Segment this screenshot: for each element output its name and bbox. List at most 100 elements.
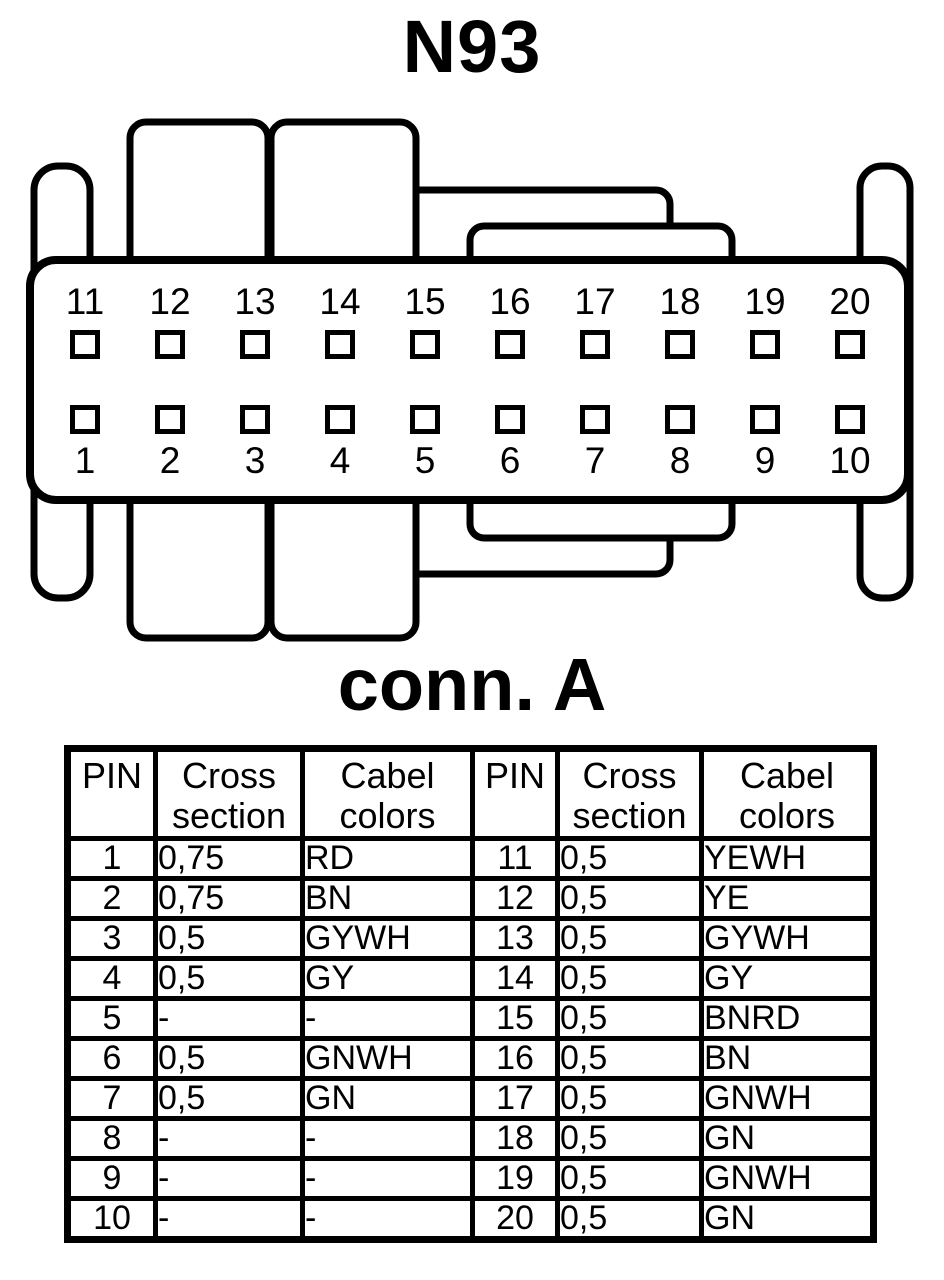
pin-contact-square [325,405,355,434]
table-header-cell: Cabel colors [300,746,475,841]
cable-color-cell: - [300,1116,475,1161]
pin-contact-square [410,330,440,359]
table-header-cell: Cabel colors [699,746,876,841]
pin-cell: 14 [470,956,560,1001]
pin-number-label: 8 [669,440,691,481]
cable-color-cell: YE [699,876,876,921]
pin-number-label: 9 [754,440,776,481]
cable-color-cell: GNWH [300,1036,475,1081]
cross-section-cell: 0,5 [555,1036,704,1081]
table-header-cell: PIN [65,746,158,841]
connector-body [26,256,912,504]
cross-section-cell: 0,5 [555,836,704,881]
pin-cell: 2 [65,876,158,921]
cross-section-cell: - [153,1156,305,1201]
pin-contact-square [665,405,695,434]
cable-color-cell: GN [699,1196,876,1242]
pin-cell: 10 [65,1196,158,1242]
pin-cell: 12 [470,876,560,921]
pin-cell: 3 [65,916,158,961]
cross-section-cell: 0,5 [153,916,305,961]
cross-section-cell: 0,5 [555,1076,704,1121]
cable-color-cell: BNRD [699,996,876,1041]
pin-contact-square [750,405,780,434]
pin-cell: 8 [65,1116,158,1161]
pin-contact-square [240,330,270,359]
pin-cell: 6 [65,1036,158,1081]
pin-contact-square [495,405,525,434]
pin-cell: 20 [470,1196,560,1242]
pin-cell: 17 [470,1076,560,1121]
pin-number-label: 18 [659,281,701,322]
cable-color-cell: YEWH [699,836,876,881]
pin-number-label: 19 [744,281,786,322]
pin-number-label: 15 [404,281,446,322]
cable-color-cell: - [300,1196,475,1242]
table-header-cell: Cross section [555,746,704,841]
cable-color-cell: GYWH [300,916,475,961]
cable-color-cell: GN [699,1116,876,1161]
page-title: N93 [402,5,542,88]
pin-number-label: 10 [829,440,871,481]
cable-color-cell: BN [699,1036,876,1081]
pin-contact-square [835,405,865,434]
pin-number-label: 17 [574,281,616,322]
pin-cell: 19 [470,1156,560,1201]
pin-number-label: 3 [244,440,266,481]
pin-contact-square [410,405,440,434]
pin-contact-square [835,330,865,359]
pin-cell: 5 [65,996,158,1041]
pin-number-label: 14 [319,281,361,322]
pin-cell: 16 [470,1036,560,1081]
pin-cell: 11 [470,836,560,881]
cross-section-cell: 0,5 [153,1076,305,1121]
pin-number-label: 11 [65,281,105,322]
connector-label: conn. A [337,643,607,726]
cross-section-cell: - [153,1196,305,1242]
pin-cell: 1 [65,836,158,881]
pin-contact-square [580,405,610,434]
pin-cell: 18 [470,1116,560,1161]
pin-number-label: 5 [414,440,436,481]
cable-color-cell: GYWH [699,916,876,961]
pin-contact-square [325,330,355,359]
pin-contact-square [580,330,610,359]
pin-contact-square [70,405,100,434]
cross-section-cell: 0,5 [153,1036,305,1081]
pin-cell: 4 [65,956,158,1001]
pin-contact-square [495,330,525,359]
pin-cell: 15 [470,996,560,1041]
cross-section-cell: 0,5 [555,1116,704,1161]
cable-color-cell: - [300,1156,475,1201]
cable-color-cell: GNWH [699,1156,876,1201]
pin-contact-square [240,405,270,434]
cable-color-cell: GN [300,1076,475,1121]
pin-cell: 9 [65,1156,158,1201]
pin-number-label: 16 [489,281,531,322]
pin-number-label: 13 [234,281,276,322]
pin-cell: 13 [470,916,560,961]
pin-contact-square [665,330,695,359]
cable-color-cell: GNWH [699,1076,876,1121]
cross-section-cell: 0,5 [555,1156,704,1201]
connector-diagram [26,118,914,642]
cross-section-cell: 0,5 [555,1196,704,1242]
cross-section-cell: 0,5 [555,876,704,921]
cross-section-cell: 0,5 [555,996,704,1041]
cross-section-cell: - [153,1116,305,1161]
cable-color-cell: - [300,996,475,1041]
